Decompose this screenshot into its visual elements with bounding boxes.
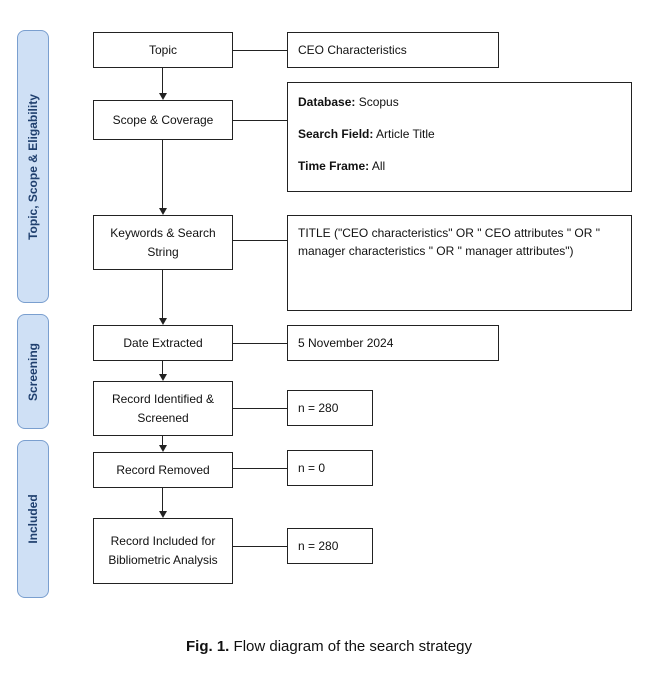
step-keywords-label: Keywords & Search String — [110, 225, 216, 259]
detail-topic: CEO Characteristics — [287, 32, 499, 68]
detail-keywords: TITLE ("CEO characteristics" OR " CEO at… — [287, 215, 632, 311]
phase-topic-scope-eligibility: Topic, Scope & Eligability — [17, 30, 49, 303]
detail-scope: Database: Scopus Search Field: Article T… — [287, 82, 632, 192]
arrow-removed-to-included-line — [162, 488, 163, 511]
arrow-scope-to-keywords-line — [162, 140, 163, 208]
figure-caption-label: Fig. 1. — [186, 638, 230, 655]
detail-search-field-value: Article Title — [376, 127, 435, 141]
connector-scope — [233, 120, 287, 121]
detail-included-text: n = 280 — [298, 539, 339, 553]
arrow-identified-to-removed-head — [159, 445, 167, 452]
detail-database-value: Scopus — [358, 95, 399, 109]
detail-date-text: 5 November 2024 — [298, 336, 394, 350]
figure-caption: Fig. 1. Flow diagram of the search strat… — [0, 638, 658, 655]
step-topic-label: Topic — [148, 42, 177, 57]
step-identified-label: Record Identified & Screened — [111, 391, 215, 425]
arrow-topic-to-scope-head — [159, 93, 167, 100]
connector-included — [233, 546, 287, 547]
detail-keywords-text: TITLE ("CEO characteristics" OR " CEO at… — [298, 226, 601, 258]
connector-identified — [233, 408, 287, 409]
phase-screening-label: Screening — [26, 342, 40, 401]
arrow-date-to-identified-line — [162, 361, 163, 374]
figure-caption-text: Flow diagram of the search strategy — [233, 638, 472, 655]
arrow-keywords-to-date-line — [162, 270, 163, 318]
detail-database-line: Database: Scopus — [298, 93, 621, 111]
connector-keywords — [233, 240, 287, 241]
detail-removed-count: n = 0 — [287, 450, 373, 486]
detail-removed-text: n = 0 — [298, 461, 326, 475]
detail-included-count: n = 280 — [287, 528, 373, 564]
phase-topic-scope-label: Topic, Scope & Eligability — [26, 93, 40, 240]
phase-included-label: Included — [26, 494, 40, 544]
detail-search-field-line: Search Field: Article Title — [298, 125, 621, 143]
connector-topic — [233, 50, 287, 51]
detail-topic-text: CEO Characteristics — [298, 43, 407, 57]
arrow-scope-to-keywords-head — [159, 208, 167, 215]
detail-search-field-label: Search Field: — [298, 127, 374, 141]
step-removed-label: Record Removed — [116, 462, 210, 477]
step-record-included: Record Included for Bibliometric Analysi… — [93, 518, 233, 584]
arrow-identified-to-removed-line — [162, 436, 163, 445]
step-scope-coverage: Scope & Coverage — [93, 100, 233, 140]
phase-included: Included — [17, 440, 49, 598]
detail-time-frame-line: Time Frame: All — [298, 157, 621, 175]
step-scope-label: Scope & Coverage — [112, 112, 214, 127]
detail-identified-text: n = 280 — [298, 401, 339, 415]
detail-time-frame-value: All — [371, 159, 386, 173]
arrow-removed-to-included-head — [159, 511, 167, 518]
arrow-date-to-identified-head — [159, 374, 167, 381]
arrow-topic-to-scope-line — [162, 68, 163, 93]
step-topic: Topic — [93, 32, 233, 68]
detail-date: 5 November 2024 — [287, 325, 499, 361]
detail-database-label: Database: — [298, 95, 356, 109]
step-included-label: Record Included for Bibliometric Analysi… — [108, 534, 218, 567]
detail-identified-count: n = 280 — [287, 390, 373, 426]
step-record-removed: Record Removed — [93, 452, 233, 488]
connector-date — [233, 343, 287, 344]
step-record-identified-screened: Record Identified & Screened — [93, 381, 233, 436]
step-date-extracted: Date Extracted — [93, 325, 233, 361]
phase-screening: Screening — [17, 314, 49, 429]
detail-time-frame-label: Time Frame: — [298, 159, 370, 173]
step-keywords-search-string: Keywords & Search String — [93, 215, 233, 270]
arrow-keywords-to-date-head — [159, 318, 167, 325]
step-date-label: Date Extracted — [123, 335, 203, 350]
connector-removed — [233, 468, 287, 469]
